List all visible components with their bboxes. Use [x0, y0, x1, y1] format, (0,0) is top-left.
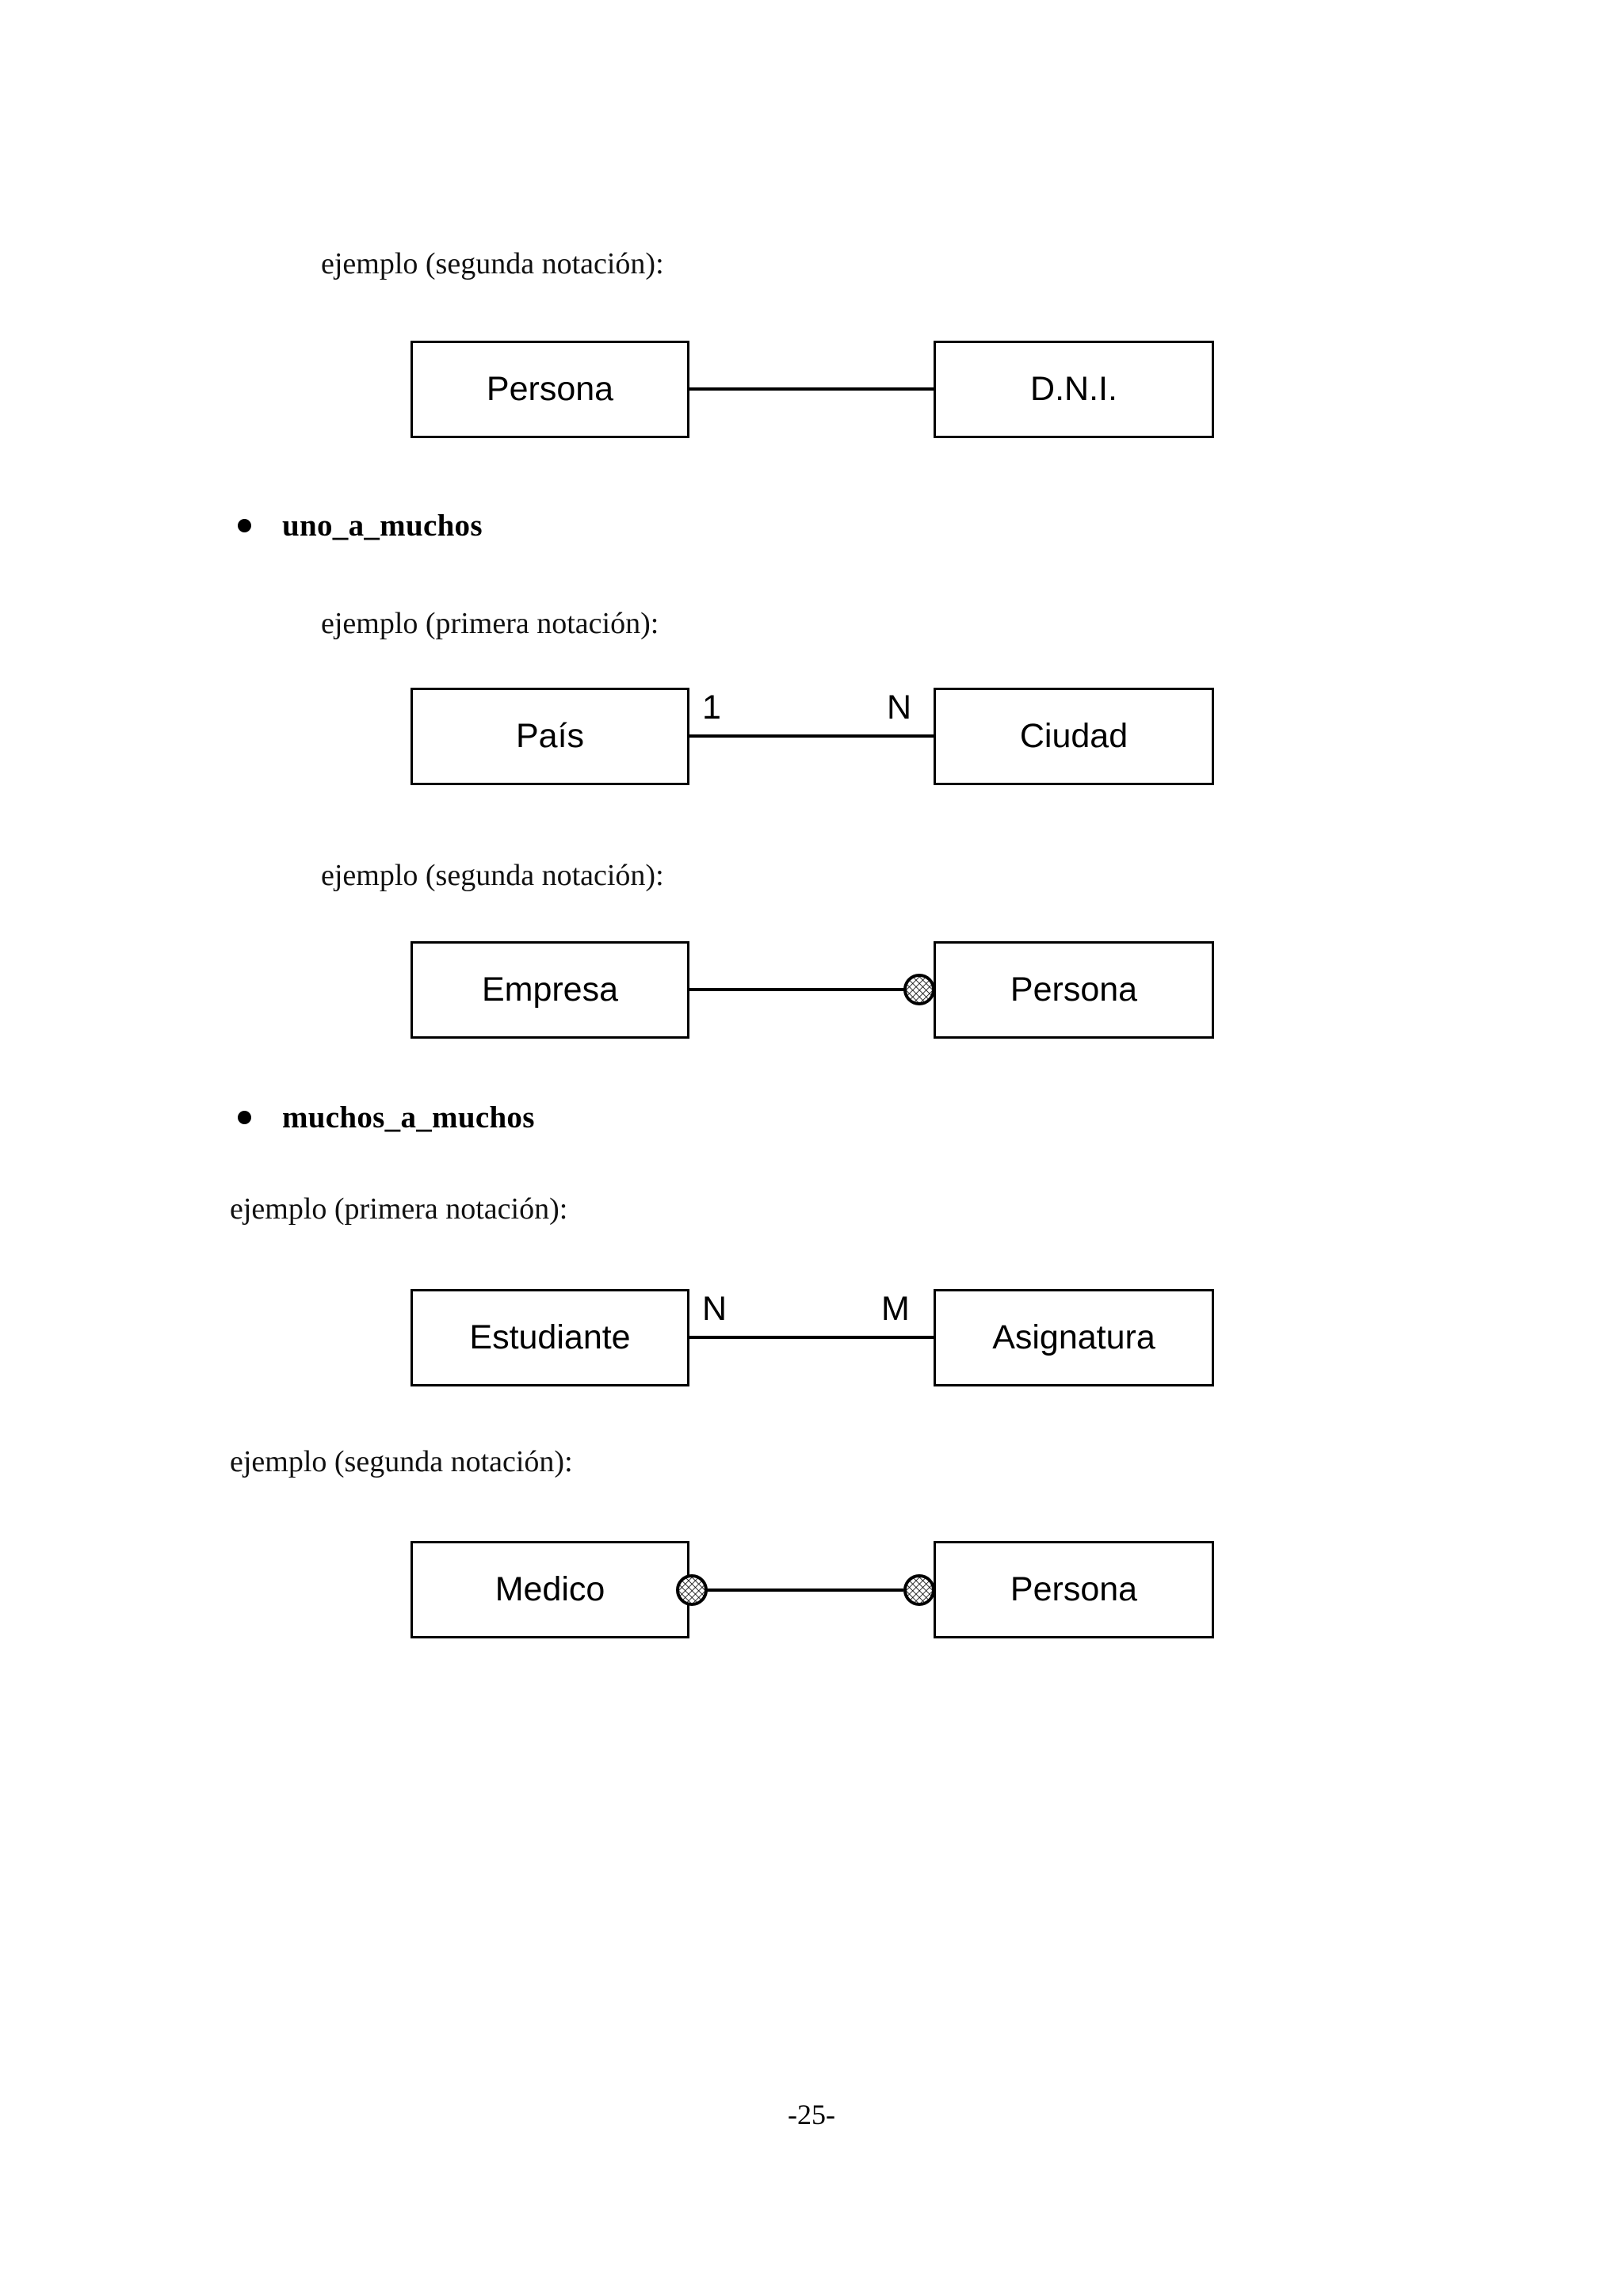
page-number: -25-: [788, 2099, 835, 2130]
entity-label-right: Ciudad: [1019, 717, 1128, 755]
cardinality-label-right: M: [881, 1290, 910, 1328]
bullet-item-muchos-a-muchos: muchos_a_muchos: [238, 1100, 535, 1135]
entity-box-right: Persona: [934, 941, 1214, 1039]
crosshatch-circle-marker-right: [903, 1574, 935, 1606]
bullet-label-uno-a-muchos: uno_a_muchos: [282, 509, 483, 543]
entity-box-right: Persona: [934, 1541, 1214, 1638]
entity-label-right: Persona: [1010, 971, 1138, 1009]
relationship-connector-line: [705, 1589, 903, 1592]
entity-box-left: Medico: [411, 1541, 689, 1638]
relationship-connector-line: [689, 387, 934, 391]
entity-box-right: Ciudad: [934, 688, 1214, 785]
entity-box-left: Persona: [411, 341, 689, 438]
entity-label-right: Persona: [1010, 1570, 1138, 1608]
crosshatch-circle-marker-right: [903, 974, 935, 1005]
entity-label-left: Persona: [486, 370, 614, 408]
caption-ejemplo-primera-notacion-2: ejemplo (primera notación):: [230, 1192, 568, 1226]
entity-label-left: Medico: [495, 1570, 605, 1608]
crosshatch-circle-marker-left: [676, 1574, 708, 1606]
entity-box-right: Asignatura: [934, 1289, 1214, 1386]
bullet-dot-icon: [238, 519, 251, 532]
relationship-connector-line: [689, 734, 934, 738]
entity-box-left: Empresa: [411, 941, 689, 1039]
cardinality-label-left: 1: [702, 688, 721, 727]
bullet-dot-icon: [238, 1111, 251, 1124]
caption-ejemplo-segunda-notacion-3: ejemplo (segunda notación):: [230, 1445, 573, 1478]
cardinality-label-right: N: [887, 688, 912, 727]
entity-label-right: D.N.I.: [1030, 370, 1117, 408]
entity-box-left: Estudiante: [411, 1289, 689, 1386]
entity-label-left: País: [515, 717, 585, 755]
entity-label-left: Estudiante: [469, 1318, 631, 1356]
entity-label-left: Empresa: [481, 971, 619, 1009]
caption-ejemplo-segunda-notacion-2: ejemplo (segunda notación):: [321, 859, 664, 892]
entity-box-left: País: [411, 688, 689, 785]
bullet-item-uno-a-muchos: uno_a_muchos: [238, 508, 483, 543]
cardinality-label-left: N: [702, 1290, 727, 1328]
caption-ejemplo-segunda-notacion-1: ejemplo (segunda notación):: [321, 247, 664, 280]
caption-ejemplo-primera-notacion-1: ejemplo (primera notación):: [321, 607, 659, 640]
bullet-label-muchos-a-muchos: muchos_a_muchos: [282, 1100, 535, 1135]
entity-label-right: Asignatura: [992, 1318, 1155, 1356]
entity-box-right: D.N.I.: [934, 341, 1214, 438]
relationship-connector-line: [689, 988, 919, 991]
relationship-connector-line: [689, 1336, 934, 1339]
